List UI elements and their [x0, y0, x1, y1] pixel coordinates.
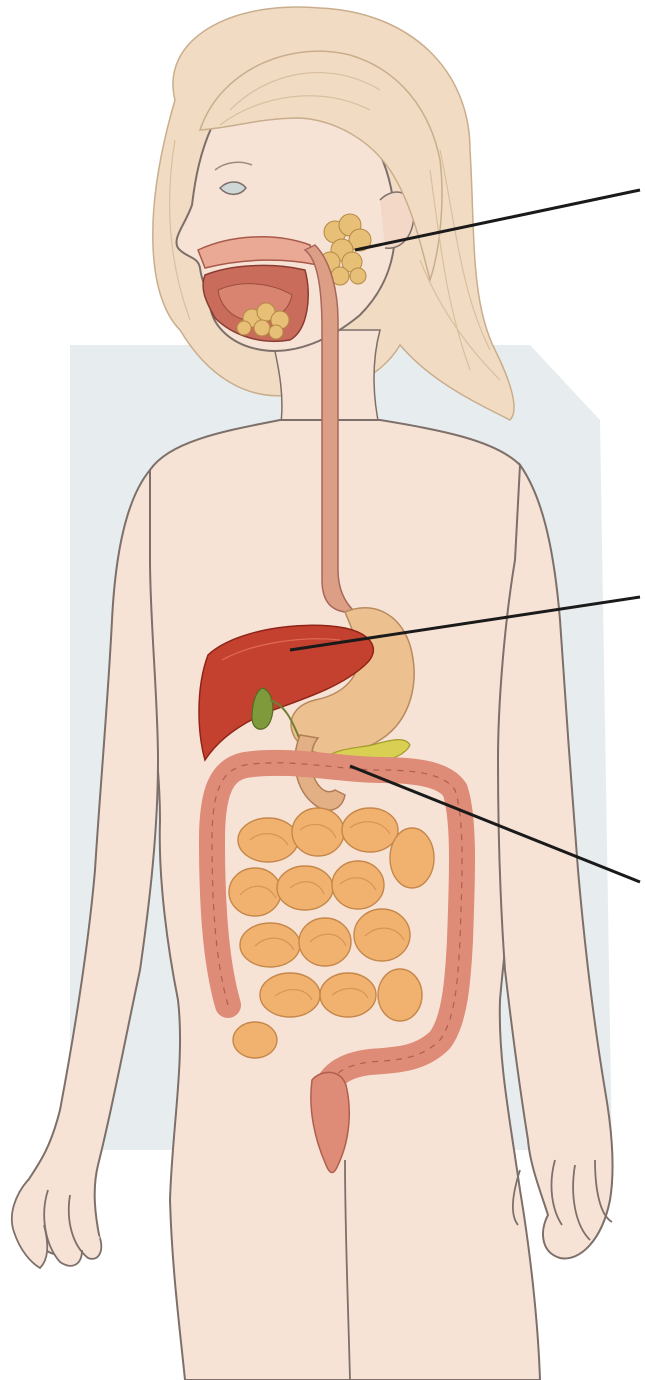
- digestive-system-diagram: [0, 0, 645, 1380]
- anatomy-illustration: [0, 0, 645, 1380]
